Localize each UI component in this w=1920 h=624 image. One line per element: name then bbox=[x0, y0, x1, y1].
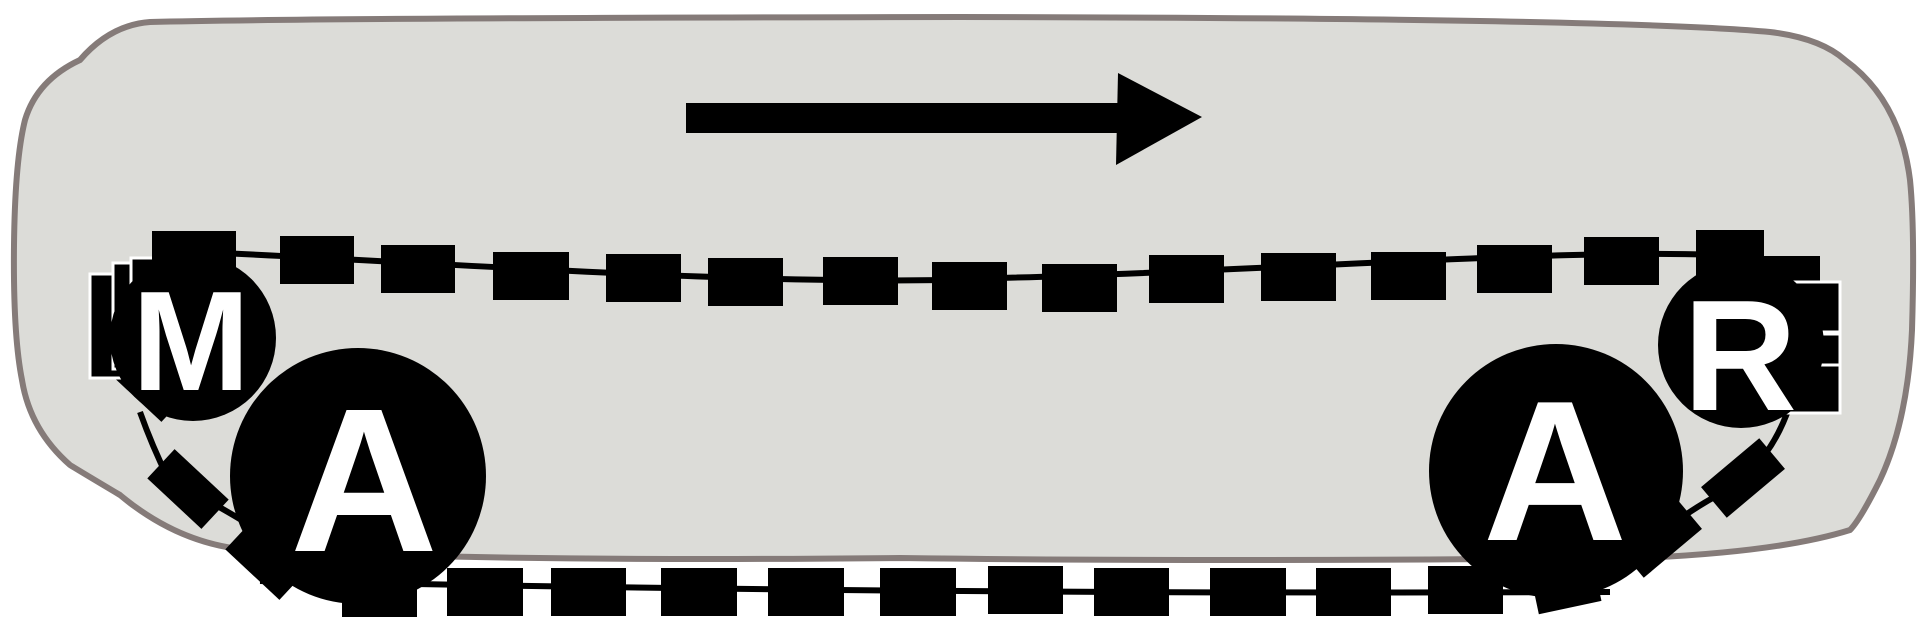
strand-segment bbox=[606, 254, 681, 302]
strand-segment bbox=[147, 449, 229, 529]
strand-segment bbox=[280, 236, 354, 284]
strand-segment bbox=[551, 568, 626, 616]
m-node-label: M bbox=[132, 262, 250, 421]
strand-segment bbox=[661, 568, 737, 616]
a-node-right bbox=[1429, 344, 1683, 598]
strand-segment bbox=[1042, 264, 1117, 312]
direction-arrow bbox=[686, 73, 1202, 165]
strand-segment bbox=[708, 258, 783, 306]
a-node-right-label: A bbox=[1483, 360, 1627, 583]
strand-segment bbox=[381, 245, 455, 293]
strand-segment bbox=[447, 568, 523, 616]
strand-segment bbox=[1261, 253, 1336, 301]
a-node-left-label: A bbox=[290, 366, 438, 595]
strand-segment bbox=[880, 568, 956, 616]
strand-segment bbox=[1149, 255, 1224, 303]
strand-segment bbox=[768, 568, 844, 616]
m-node bbox=[110, 255, 276, 421]
strand-segment bbox=[823, 257, 898, 305]
strand-segment bbox=[1316, 568, 1391, 616]
bottom-strand-segments bbox=[342, 566, 1503, 617]
strand-segment bbox=[1584, 237, 1659, 285]
r-node bbox=[1658, 262, 1824, 428]
a-node-left bbox=[230, 348, 486, 604]
strand-segment bbox=[1701, 438, 1785, 518]
strand-segment bbox=[1477, 245, 1552, 293]
strand-segment bbox=[1094, 568, 1169, 616]
strand-segment bbox=[493, 252, 569, 300]
m-node-group: M bbox=[88, 231, 276, 421]
strand-segment bbox=[1210, 568, 1286, 616]
r-node-label: R bbox=[1683, 268, 1797, 444]
top-strand-segments bbox=[280, 230, 1764, 312]
r-node-group: R bbox=[1658, 230, 1842, 444]
strand-segment bbox=[988, 566, 1063, 614]
strand-segment bbox=[1371, 252, 1446, 300]
strand-segment bbox=[932, 262, 1007, 310]
